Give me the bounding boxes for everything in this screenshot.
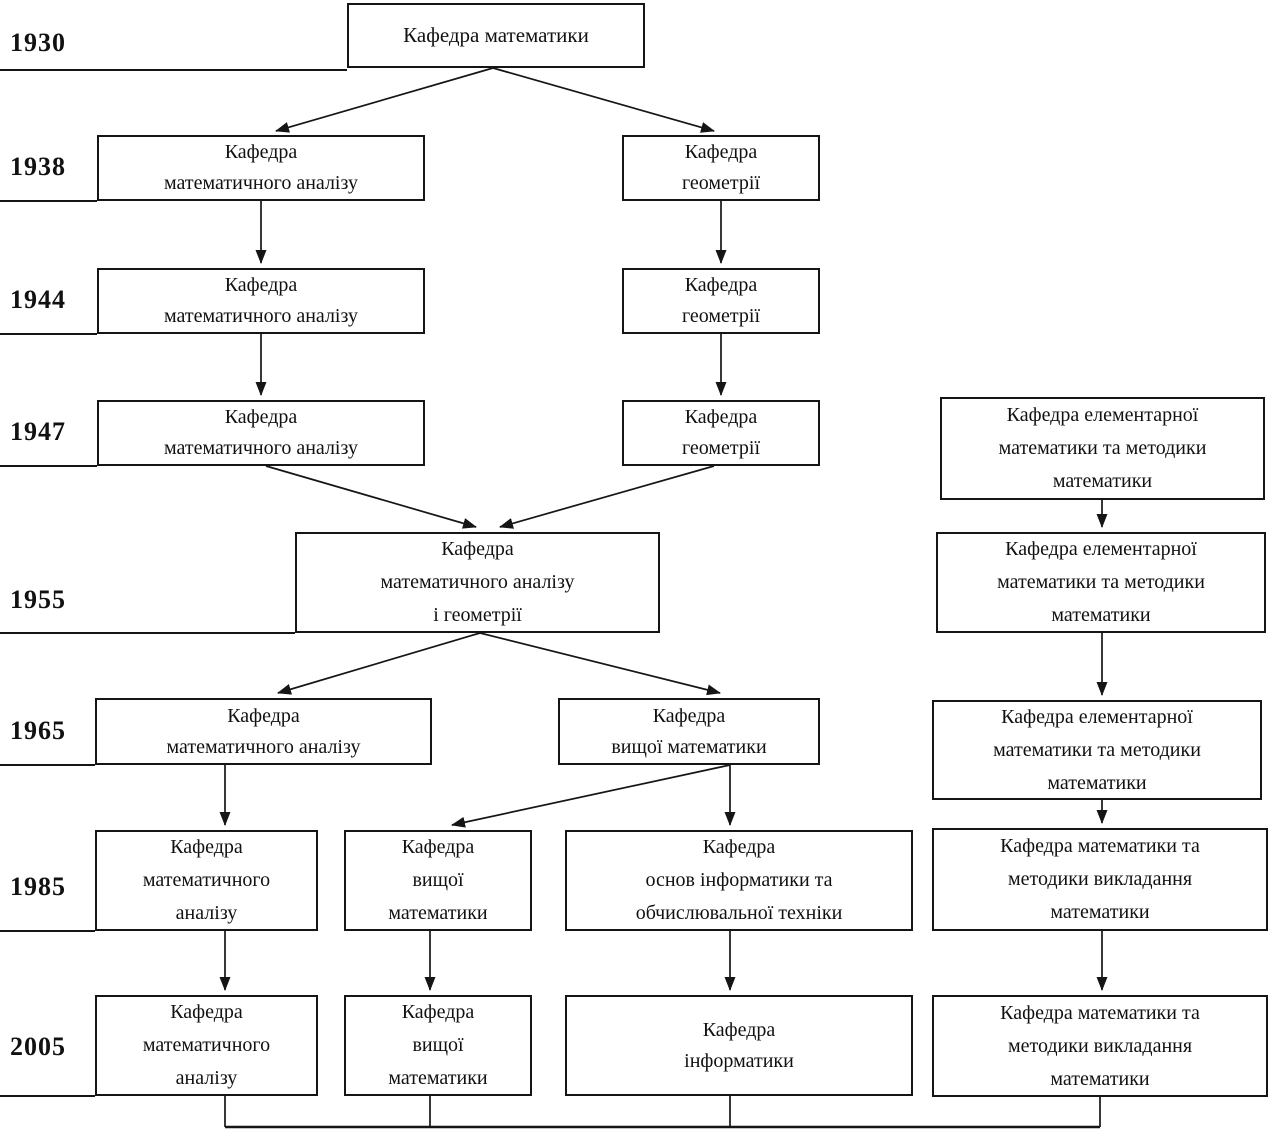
year-label-1938: 1938 <box>10 152 66 181</box>
node-dept-math-teaching-methods-1985: Кафедра математики та методики викладанн… <box>932 828 1268 931</box>
node-dept-higher-math-1965: Кафедра вищої математики <box>558 698 820 765</box>
year-label-1944: 1944 <box>10 285 66 314</box>
arrow-1955-to-1965-higher-math <box>479 632 721 696</box>
node-dept-math-analysis-1985: Кафедра математичного аналізу <box>95 830 318 931</box>
timeline-line-1965 <box>0 764 95 766</box>
node-dept-elementary-math-methods-1955: Кафедра елементарної математики та метод… <box>936 532 1266 633</box>
timeline-line-1955 <box>0 632 295 634</box>
arrow-1955-to-1965-analysis <box>277 632 481 695</box>
node-dept-math-analysis-1938: Кафедра математичного аналізу <box>97 135 425 201</box>
node-dept-higher-math-2005: Кафедра вищої математики <box>344 995 532 1096</box>
node-dept-elementary-math-methods-1947: Кафедра елементарної математики та метод… <box>940 397 1265 500</box>
node-dept-math-analysis-2005: Кафедра математичного аналізу <box>95 995 318 1096</box>
arrow-1965-higher-to-1985-higher <box>451 764 731 828</box>
arrow-1930-to-1938-geometry <box>492 67 715 133</box>
year-label-1965: 1965 <box>10 716 66 745</box>
year-label-1930: 1930 <box>10 28 66 57</box>
node-dept-geometry-1944: Кафедра геометрії <box>622 268 820 334</box>
year-label-1955: 1955 <box>10 585 66 614</box>
timeline-line-2005 <box>0 1095 95 1097</box>
timeline-line-1944 <box>0 333 97 335</box>
node-dept-math-analysis-and-geometry-1955: Кафедра математичного аналізу і геометрі… <box>295 532 660 633</box>
year-label-2005: 2005 <box>10 1032 66 1061</box>
year-label-1985: 1985 <box>10 872 66 901</box>
node-dept-math-analysis-1965: Кафедра математичного аналізу <box>95 698 432 765</box>
node-dept-math-analysis-1944: Кафедра математичного аналізу <box>97 268 425 334</box>
node-dept-mathematics-1930: Кафедра математики <box>347 3 645 68</box>
node-dept-math-teaching-methods-2005: Кафедра математики та методики викладанн… <box>932 995 1268 1097</box>
arrow-1947-geometry-to-1955-merged <box>499 465 715 529</box>
arrow-1930-to-1938-analysis <box>275 67 494 133</box>
arrow-1947-analysis-to-1955-merged <box>265 465 477 529</box>
node-dept-higher-math-1985: Кафедра вищої математики <box>344 830 532 931</box>
year-label-1947: 1947 <box>10 417 66 446</box>
node-dept-informatics-computing-1985: Кафедра основ інформатики та обчислюваль… <box>565 830 913 931</box>
timeline-line-1930 <box>0 69 347 71</box>
node-dept-geometry-1947: Кафедра геометрії <box>622 400 820 466</box>
node-dept-elementary-math-methods-1965: Кафедра елементарної математики та метод… <box>932 700 1262 800</box>
timeline-line-1947 <box>0 465 97 467</box>
node-dept-geometry-1938: Кафедра геометрії <box>622 135 820 201</box>
node-dept-informatics-2005: Кафедра інформатики <box>565 995 913 1096</box>
timeline-line-1938 <box>0 200 97 202</box>
node-dept-math-analysis-1947: Кафедра математичного аналізу <box>97 400 425 466</box>
timeline-line-1985 <box>0 930 95 932</box>
